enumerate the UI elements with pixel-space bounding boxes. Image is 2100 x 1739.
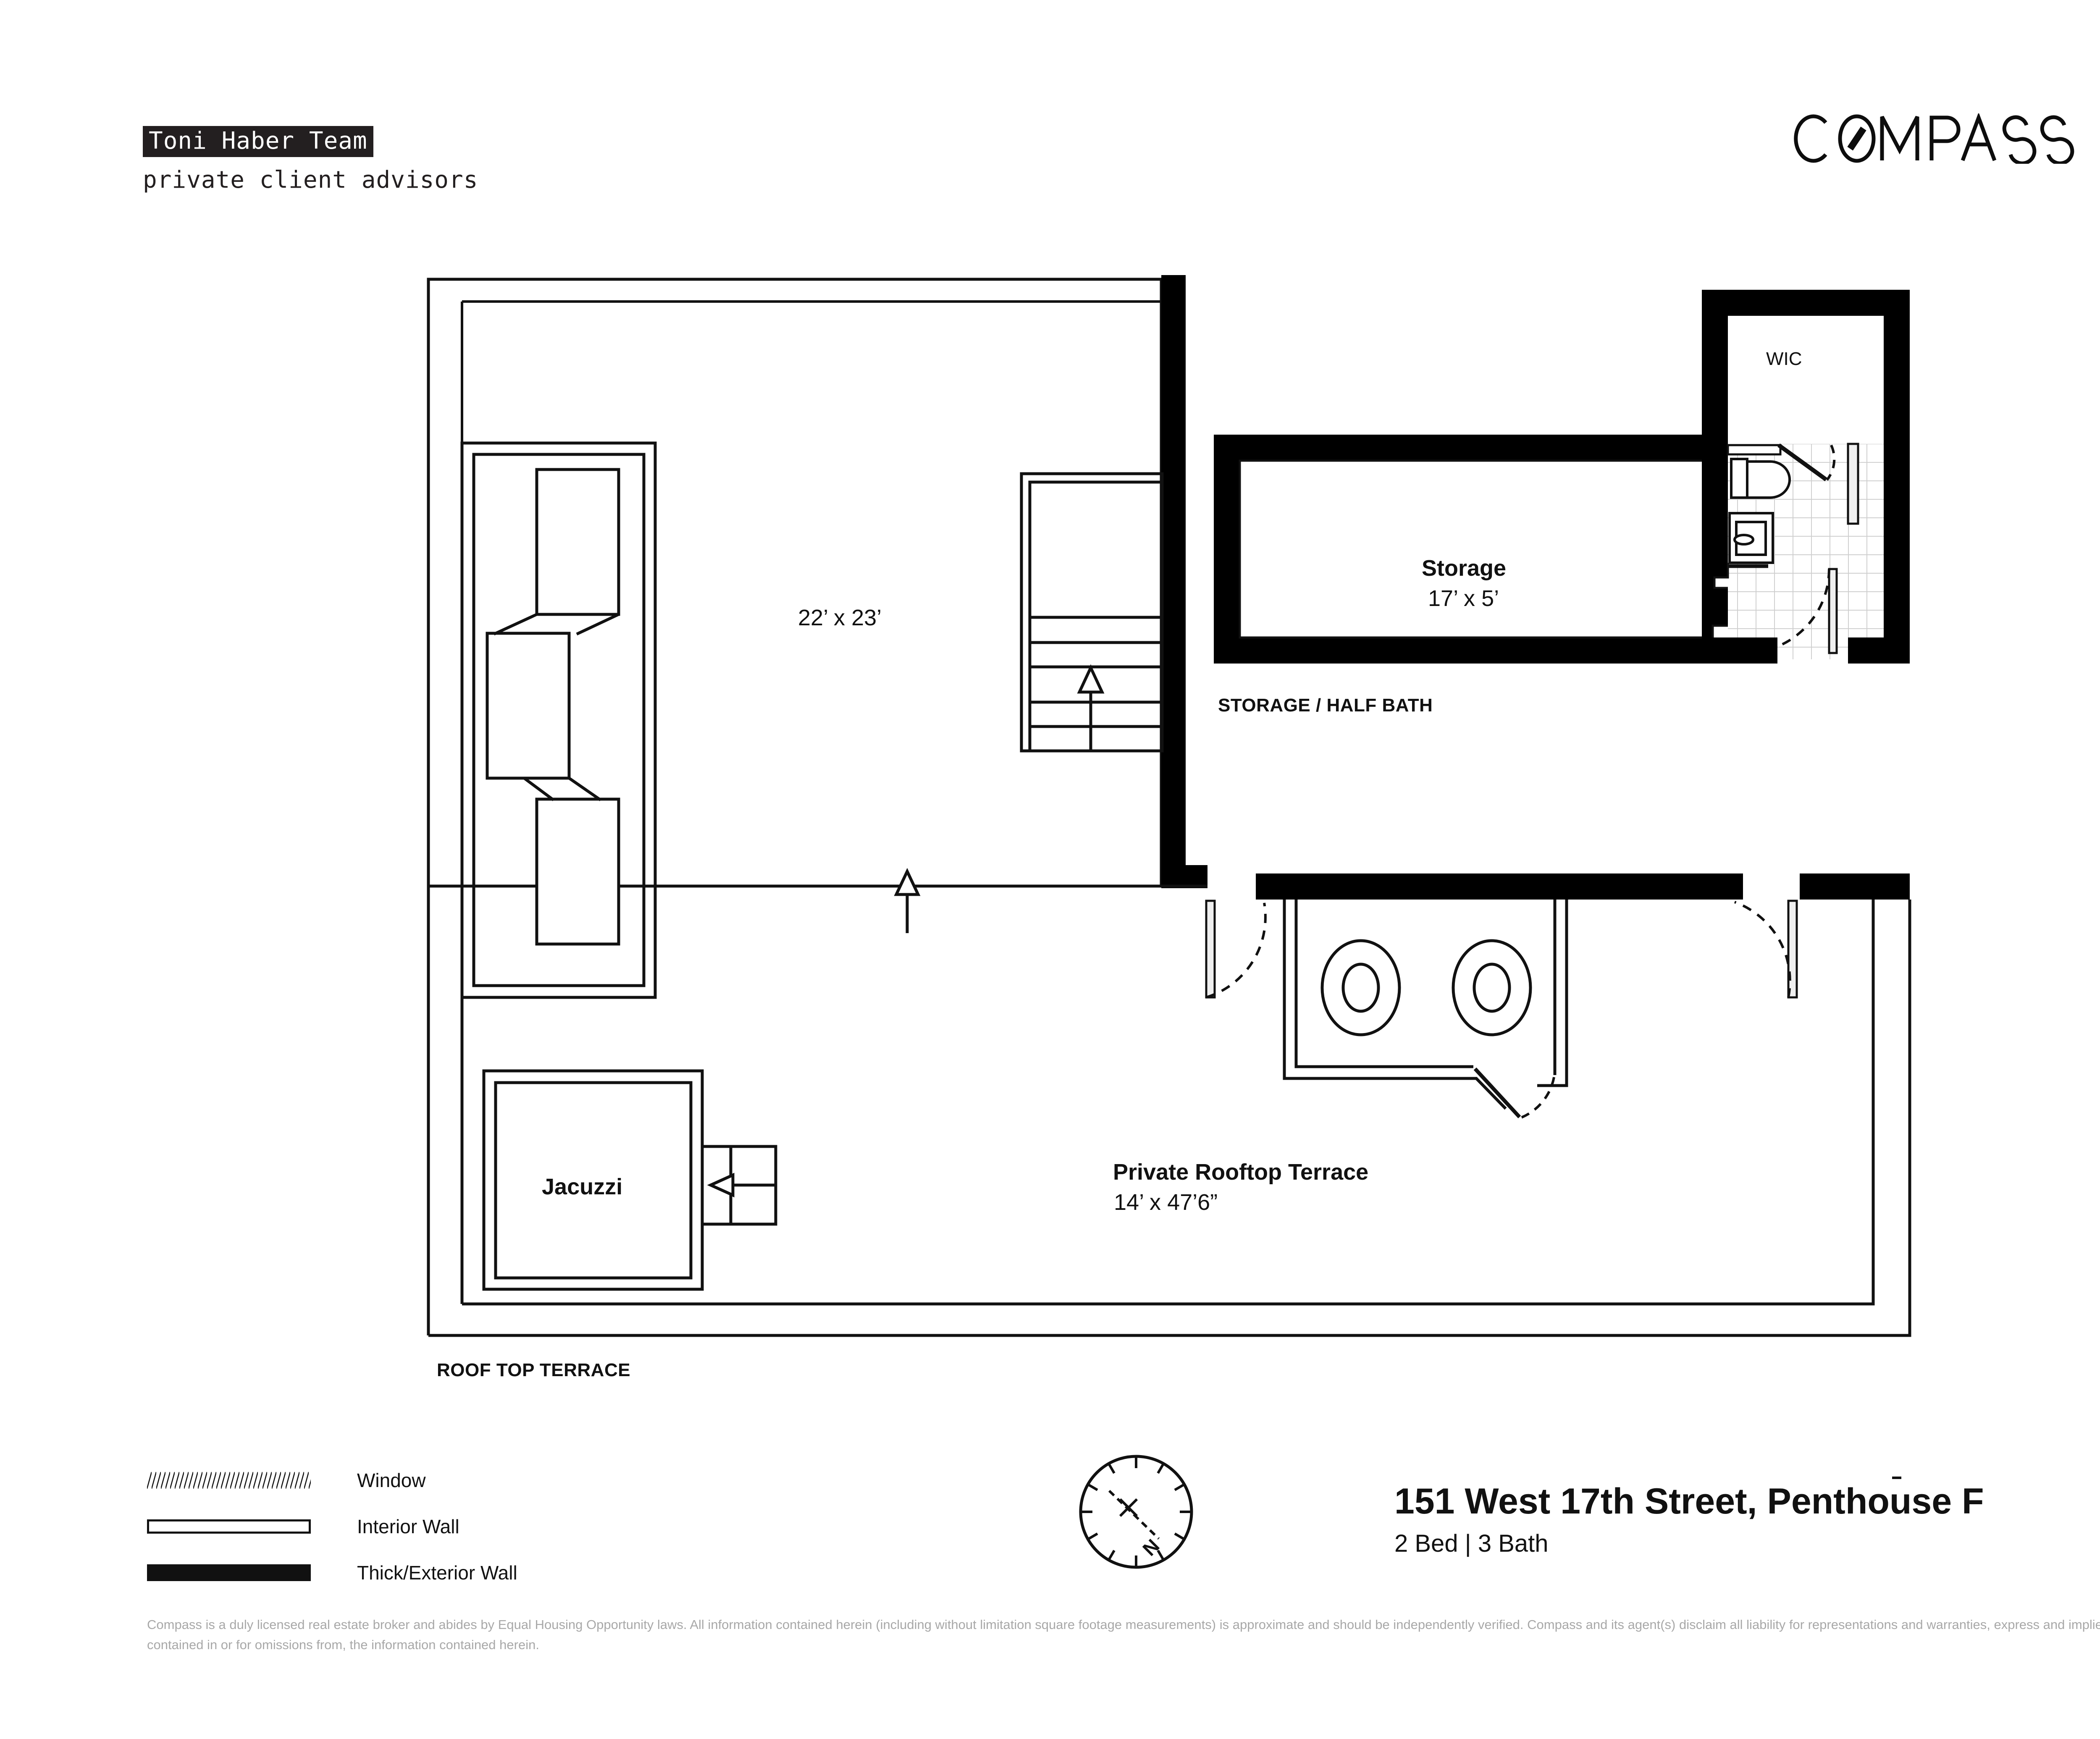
planter-boxes <box>486 468 620 946</box>
jacuzzi-label: Jacuzzi <box>542 1174 623 1199</box>
upper-left-room-outline <box>427 278 1163 888</box>
legend-label-interior-wall: Interior Wall <box>357 1516 459 1537</box>
legend-item-interior-wall: Interior Wall <box>147 1503 651 1550</box>
terrace-up-arrow <box>894 868 921 933</box>
planter-connectors <box>493 613 620 801</box>
firepit-enclosure <box>1283 900 1568 1110</box>
storage-room-dimensions: 17’ x 5’ <box>1428 586 1499 611</box>
bath-wic-walls <box>1702 290 1910 659</box>
legal-disclaimer: Compass is a duly licensed real estate b… <box>147 1617 2100 1652</box>
bath-tiled-floor <box>1728 444 1884 659</box>
storage-half-bath-section-label: STORAGE / HALF BATH <box>1218 695 1433 716</box>
interior-wall-icon <box>147 1519 311 1534</box>
address-tick-mark <box>1892 1477 1901 1479</box>
wic-floor <box>1728 316 1884 444</box>
legend-label-thick-wall: Thick/Exterior Wall <box>357 1562 517 1584</box>
terrace-door-left <box>1205 900 1267 999</box>
storage-room-walls <box>1214 435 1756 664</box>
private-rooftop-terrace-label: Private Rooftop Terrace <box>1113 1159 1369 1185</box>
firepit-door <box>1473 1067 1555 1119</box>
listing-address-block: 151 West 17th Street, Penthouse F 2 Bed … <box>1394 1477 2100 1558</box>
bath-door-jamb-left <box>1712 624 1728 648</box>
wic-door-jamb <box>1847 443 1859 525</box>
jacuzzi-step-arrow <box>707 1172 735 1198</box>
upper-left-room-inner-line <box>461 300 1161 443</box>
toilet-wall-nib <box>1727 444 1782 456</box>
compass-logo <box>1793 113 2100 164</box>
staircase <box>1020 472 1164 753</box>
thick-exterior-wall-icon <box>147 1564 311 1581</box>
roof-top-terrace-section-label: ROOF TOP TERRACE <box>437 1360 631 1380</box>
listing-address: 151 West 17th Street, Penthouse F <box>1394 1481 1984 1521</box>
compass-rose: N <box>1069 1445 1203 1579</box>
compass-rose-icon: N <box>1079 1455 1193 1569</box>
terrace-door-right <box>1734 900 1798 999</box>
listing-beds-baths: 2 Bed | 3 Bath <box>1394 1530 1549 1558</box>
thick-wall-upper-right <box>1161 275 1186 888</box>
legend: Window Interior Wall Thick/Exterior Wall <box>147 1457 651 1596</box>
bath-bottom-walls <box>1702 637 1910 664</box>
private-rooftop-terrace-dimensions: 14’ x 47’6” <box>1114 1190 1218 1215</box>
window-hatch-icon <box>147 1472 311 1489</box>
legend-item-window: Window <box>147 1457 651 1503</box>
wic-door <box>1777 443 1836 482</box>
fire-bowls <box>1320 939 1532 1036</box>
stair-up-arrow <box>1077 664 1105 752</box>
planter-enclosure <box>460 441 657 999</box>
sink-nib <box>1713 563 1729 589</box>
brand-header: Toni Haber Team private client advisors <box>143 126 815 194</box>
bathroom-door <box>1728 564 1838 654</box>
thick-wall-firepit-top <box>1256 873 1743 900</box>
compass-wordmark-icon <box>1794 113 2074 164</box>
team-tagline: private client advisors <box>143 166 478 194</box>
storage-room-label: Storage <box>1422 556 1507 581</box>
thick-wall-terrace-right-top <box>1800 873 1910 900</box>
jacuzzi-steps <box>701 1145 777 1226</box>
legend-item-thick-wall: Thick/Exterior Wall <box>147 1550 651 1596</box>
thick-wall-upper-right-foot <box>1161 865 1208 888</box>
toilet-icon <box>1730 458 1791 499</box>
main-room-dimensions: 22’ x 23’ <box>798 605 882 630</box>
terrace-outer-boundary <box>427 886 1911 1337</box>
legend-label-window: Window <box>357 1469 426 1491</box>
wic-label: WIC <box>1766 349 1802 369</box>
team-name-badge: Toni Haber Team <box>143 126 373 157</box>
vanity-sink-icon <box>1728 512 1774 564</box>
